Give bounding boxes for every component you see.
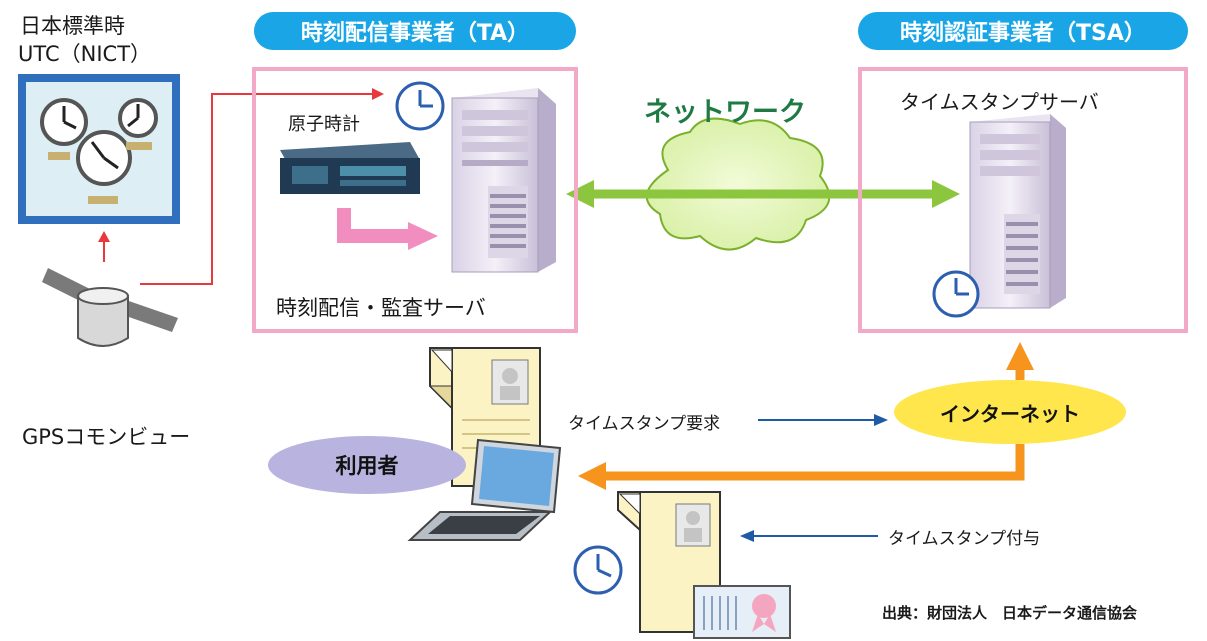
ta-server-icon (451, 88, 556, 273)
clock-icon (573, 545, 623, 595)
satellite-icon (42, 268, 178, 347)
internet-to-user-arrow (578, 444, 1025, 490)
clock-to-server-arrow (337, 208, 438, 250)
laptop-icon (407, 438, 562, 541)
tsa-header: 時刻認証事業者（TSA） (858, 12, 1188, 50)
grant-arrow (740, 530, 878, 542)
grant-label: タイムスタンプ付与 (888, 529, 1041, 549)
ta-header: 時刻配信事業者（TA） (254, 12, 576, 50)
nict-clocks-image (18, 74, 180, 224)
user-node: 利用者 (268, 436, 466, 494)
ta-tsa-network-arrow (566, 180, 960, 208)
gps-label: GPSコモンビュー (22, 425, 191, 449)
wall-clock-icon (40, 98, 158, 204)
network-cloud-icon (645, 117, 831, 251)
nict-title-line2: UTC（NICT） (18, 42, 152, 66)
internet-to-tsa-arrow (1006, 342, 1034, 380)
clock-icon (932, 270, 980, 318)
gps-to-ta-arrow (140, 88, 384, 285)
ta-box (252, 67, 578, 333)
ta-server-label: 時刻配信・監査サーバ (276, 296, 486, 320)
atomic-clock-device-icon (280, 142, 420, 194)
request-label: タイムスタンプ要求 (568, 414, 721, 434)
tsa-box (858, 67, 1188, 333)
internet-node: インターネット (894, 380, 1126, 444)
timestamped-document-icon (617, 491, 791, 639)
gps-to-nict-arrow (98, 231, 110, 262)
network-label: ネットワーク (644, 97, 806, 128)
nict-title-line1: 日本標準時 (20, 14, 125, 38)
request-arrow (758, 414, 888, 426)
tsa-server-icon (969, 114, 1066, 309)
clock-icon (395, 81, 445, 131)
source-credit: 出典：財団法人 日本データ通信協会 (882, 604, 1138, 622)
tsa-server-label: タイムスタンプサーバ (900, 90, 1099, 114)
atomic-clock-label: 原子時計 (288, 114, 360, 135)
